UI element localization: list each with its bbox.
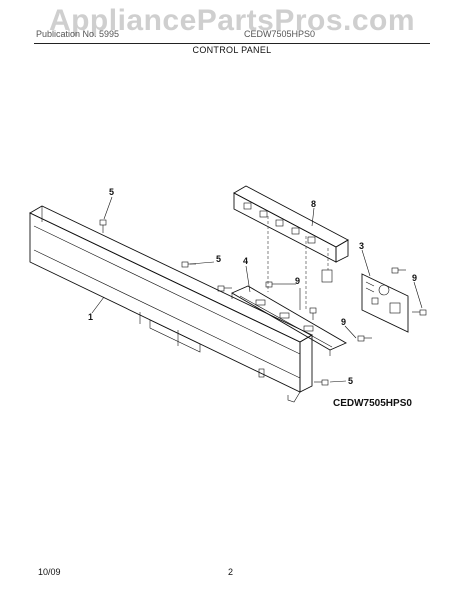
bracket-part [231,285,347,356]
callout-bracket: 4 [243,256,248,266]
control-housing-part [233,185,349,310]
leader-lines [91,196,423,383]
screw-icon [391,267,406,274]
screw-icon [217,285,232,292]
header-model: CEDW7505HPS0 [244,29,316,39]
page-number: 2 [228,567,234,577]
callout-screw-top: 5 [109,187,114,197]
control-panel-part [29,205,313,403]
section-title: CONTROL PANEL [192,45,272,55]
screw-icon [181,261,196,268]
callout-screw-bottom: 5 [348,376,353,386]
callout-screw-9b: 9 [412,273,417,283]
publication-number: Publication No. 5995 [36,29,120,39]
control-board-part [361,273,409,333]
watermark: AppliancePartsPros.com [48,4,416,37]
model-code: CEDW7505HPS0 [333,398,412,409]
screw-icon [412,309,427,316]
callout-panel: 1 [88,312,93,322]
screw-icon [265,281,280,288]
callout-screw-9a: 9 [295,276,300,286]
footer-date: 10/09 [38,567,61,577]
screw-icon [314,379,329,386]
screw-icons [99,219,427,386]
header-rule [34,43,430,44]
screw-icon [309,307,317,320]
screw-icon [99,219,107,233]
callout-screw-mid: 5 [216,254,221,264]
callout-screw-9c: 9 [341,317,346,327]
screw-icon [357,335,372,342]
callout-control-board: 3 [359,241,364,251]
callout-housing: 8 [311,199,316,209]
